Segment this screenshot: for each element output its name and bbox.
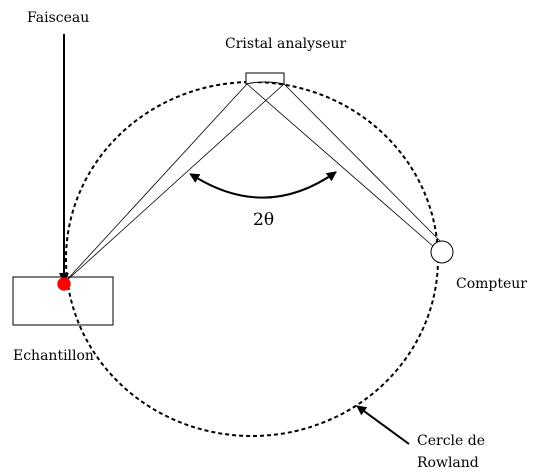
angle-label: 2θ [253, 210, 275, 230]
beam-label: Faisceau [27, 10, 90, 26]
beam-crystal-to-counter-inner [283, 83, 443, 244]
two-theta-double-arrow [189, 171, 337, 199]
beam-crystal-to-counter-outer [246, 83, 435, 248]
rowland-label-line1: Cercle de [417, 433, 485, 449]
counter-label: Compteur [456, 276, 527, 292]
rowland-circle [65, 81, 439, 437]
sample-label: Echantillon [13, 348, 94, 364]
analyzer-crystal [245, 72, 285, 85]
crystal-label: Cristal analyseur [225, 36, 347, 52]
beam-sample-to-crystal-outer [63, 83, 248, 284]
sample-point [57, 277, 71, 291]
beam-sample-to-crystal-inner [63, 83, 285, 284]
rowland-pointer-arrow [356, 405, 410, 445]
counter-detector [430, 240, 454, 264]
rowland-label-line2: Rowland [417, 455, 479, 471]
